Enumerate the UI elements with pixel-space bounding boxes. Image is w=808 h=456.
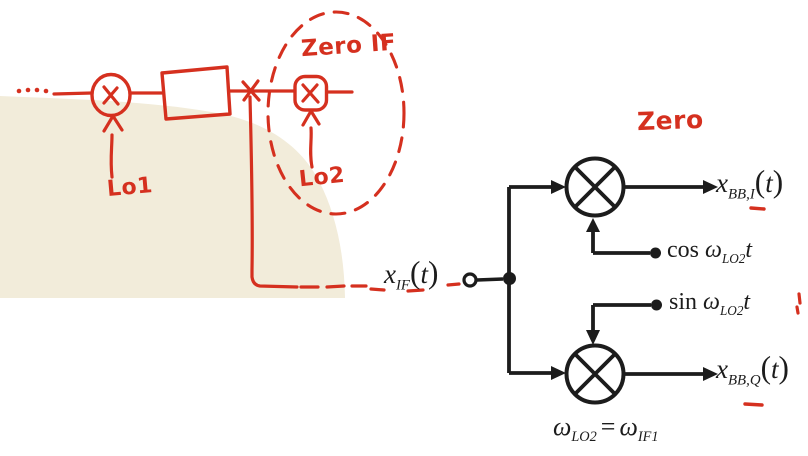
math-var: t (765, 168, 773, 198)
red-edge-dashes (795, 292, 802, 315)
cos-lo-label: cos ωLO2t (667, 238, 752, 265)
paren-right: ) (772, 164, 784, 199)
math-sub: BB,I (727, 186, 755, 203)
ellipsis-dots (16, 87, 49, 94)
sketch-mixer2-icon (293, 74, 329, 112)
q-output-label: xBB,Q(t) (716, 352, 789, 388)
lo2-arrow (301, 109, 321, 169)
wire-in (52, 91, 94, 96)
i-branch-arrowhead (551, 180, 566, 194)
sin-feed-dot (651, 299, 662, 311)
input-open-node (462, 272, 478, 288)
mixer-q-icon (564, 343, 626, 405)
math-omega: ω (703, 289, 720, 315)
zero-note: Zero (636, 104, 705, 137)
paren-right: ) (778, 350, 789, 385)
beige-highlight-region (0, 96, 345, 298)
i-output-label: xBB,I(t) (716, 166, 783, 202)
sketch-mixer1-icon (90, 72, 132, 118)
printed-iq-diagram (462, 156, 718, 405)
math-sub: LO2 (571, 429, 597, 446)
math-var: t (745, 237, 753, 263)
underline-q (743, 402, 764, 407)
lo1-label: Lo1 (105, 173, 154, 202)
q-output-arrowhead (703, 367, 718, 381)
if-input-label: xIF(t) (384, 257, 438, 293)
math-fn: sin (669, 289, 698, 315)
mixer-i-icon (564, 156, 626, 218)
paren-left: ( (760, 350, 771, 385)
underline-i (749, 206, 766, 211)
math-sub: LO2 (721, 250, 746, 266)
hand-sketch-chain (16, 10, 802, 407)
math-var: t (743, 289, 751, 315)
red-tap-line (248, 95, 461, 293)
math-var: t (771, 354, 779, 384)
math-var: t (420, 259, 428, 289)
math-sub: LO2 (719, 302, 744, 318)
lo-equation: ωLO2=ωIF1 (553, 412, 659, 446)
math-omega: ω (553, 412, 572, 441)
lo2-label: Lo2 (297, 162, 347, 193)
math-omega: ω (705, 237, 722, 263)
sin-lo-label: sin ωLO2t (669, 290, 750, 317)
lo1-arrow (102, 114, 124, 179)
input-stub (476, 277, 504, 282)
math-base: x (384, 259, 396, 289)
equals-sign: = (600, 412, 616, 441)
cos-feed-dot (650, 247, 661, 259)
paren-left: ( (754, 164, 766, 199)
sketch-filter-box (160, 65, 232, 121)
q-branch-arrowhead (551, 366, 566, 380)
math-fn: cos (667, 237, 699, 263)
paren-left: ( (410, 255, 421, 290)
math-omega: ω (619, 412, 638, 441)
math-sub: IF1 (637, 429, 659, 446)
math-sub: IF (395, 277, 410, 294)
cos-feed-line (586, 218, 661, 259)
math-base: x (716, 168, 728, 198)
sketch-tap-x-icon (241, 79, 261, 102)
sin-feed-line (586, 299, 662, 345)
junction-dot (503, 272, 516, 285)
math-base: x (716, 354, 728, 384)
math-sub: BB,Q (727, 372, 761, 389)
zero-if-dashed-circle (266, 10, 406, 216)
paren-right: ) (427, 255, 439, 290)
i-output-arrowhead (703, 180, 718, 194)
